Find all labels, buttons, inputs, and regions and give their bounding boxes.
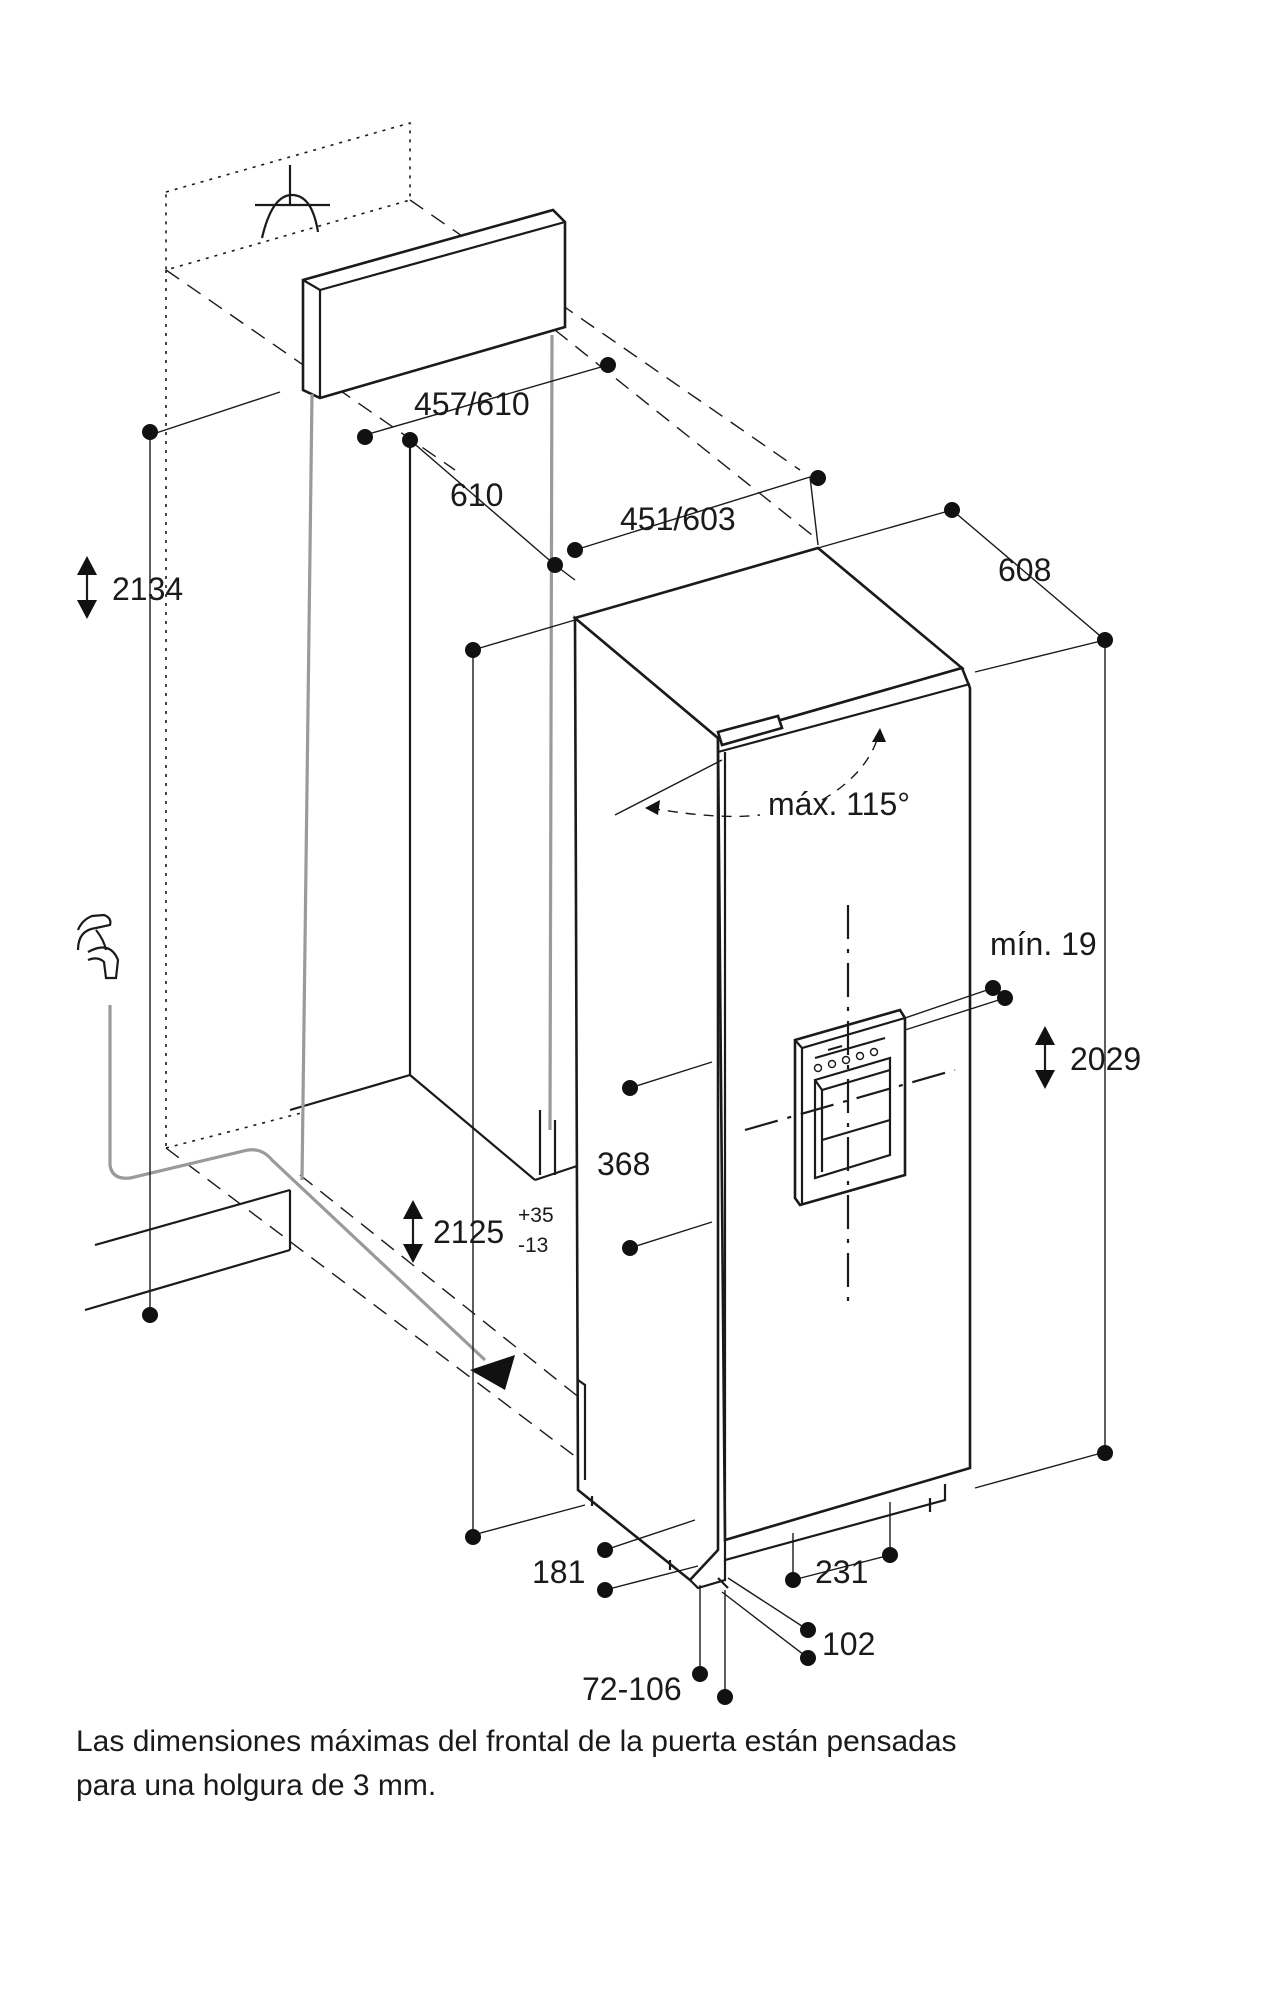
appliance-body <box>572 546 972 1590</box>
dimension-lines <box>149 364 1106 1696</box>
dim-2125-tol-plus: +35 <box>518 1204 554 1227</box>
double-arrow-icon <box>403 1200 423 1263</box>
dim-2134: 2134 <box>112 571 183 607</box>
power-socket-icon <box>255 165 330 239</box>
double-arrow-icon <box>77 556 97 619</box>
dim-368: 368 <box>597 1146 650 1182</box>
side-rails <box>108 334 554 1362</box>
dimension-dots <box>142 357 1113 1705</box>
dim-72-106: 72-106 <box>582 1671 682 1707</box>
dim-608: 608 <box>998 552 1051 588</box>
dim-451-603: 451/603 <box>620 501 736 537</box>
dim-2029: 2029 <box>1070 1041 1141 1077</box>
footnote-line-2: para una holgura de 3 mm. <box>76 1769 437 1802</box>
dim-102: 102 <box>822 1626 875 1662</box>
dim-457-610: 457/610 <box>414 386 530 422</box>
top-panel <box>301 208 567 400</box>
water-dispenser <box>793 1008 907 1207</box>
dim-231: 231 <box>815 1554 868 1590</box>
water-tap-icon <box>76 913 120 980</box>
double-arrow-icon <box>1035 1026 1055 1089</box>
dim-min-19: mín. 19 <box>990 926 1097 962</box>
footnote: Las dimensiones máximas del frontal de l… <box>76 1720 1196 1808</box>
dim-2125-tol-minus: -13 <box>518 1234 548 1257</box>
dim-max-115: máx. 115° <box>768 786 910 822</box>
footnote-line-1: Las dimensiones máximas del frontal de l… <box>76 1725 957 1758</box>
dim-610: 610 <box>450 477 503 513</box>
dim-2125: 2125 <box>433 1214 504 1250</box>
door-opening-arc <box>614 728 886 818</box>
water-flow-arrow <box>470 1355 515 1390</box>
dim-181: 181 <box>532 1554 585 1590</box>
dispenser-centerline-horizontal <box>744 1068 956 1132</box>
